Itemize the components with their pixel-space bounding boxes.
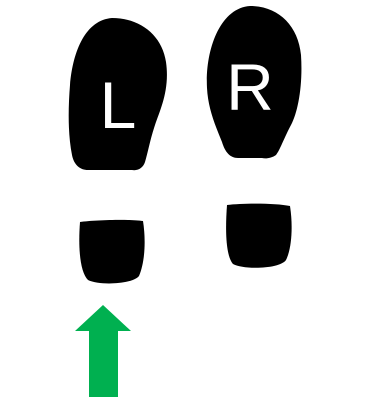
left-label: L <box>100 68 137 142</box>
left-heel <box>79 219 145 284</box>
right-heel <box>226 203 292 268</box>
right-label: R <box>226 50 274 124</box>
left-sole <box>68 18 167 171</box>
direction-arrow <box>75 305 131 397</box>
right-sole <box>206 6 302 159</box>
right-footprint: R <box>206 6 302 268</box>
left-footprint: L <box>68 18 167 284</box>
arrow-up-icon <box>75 305 131 397</box>
